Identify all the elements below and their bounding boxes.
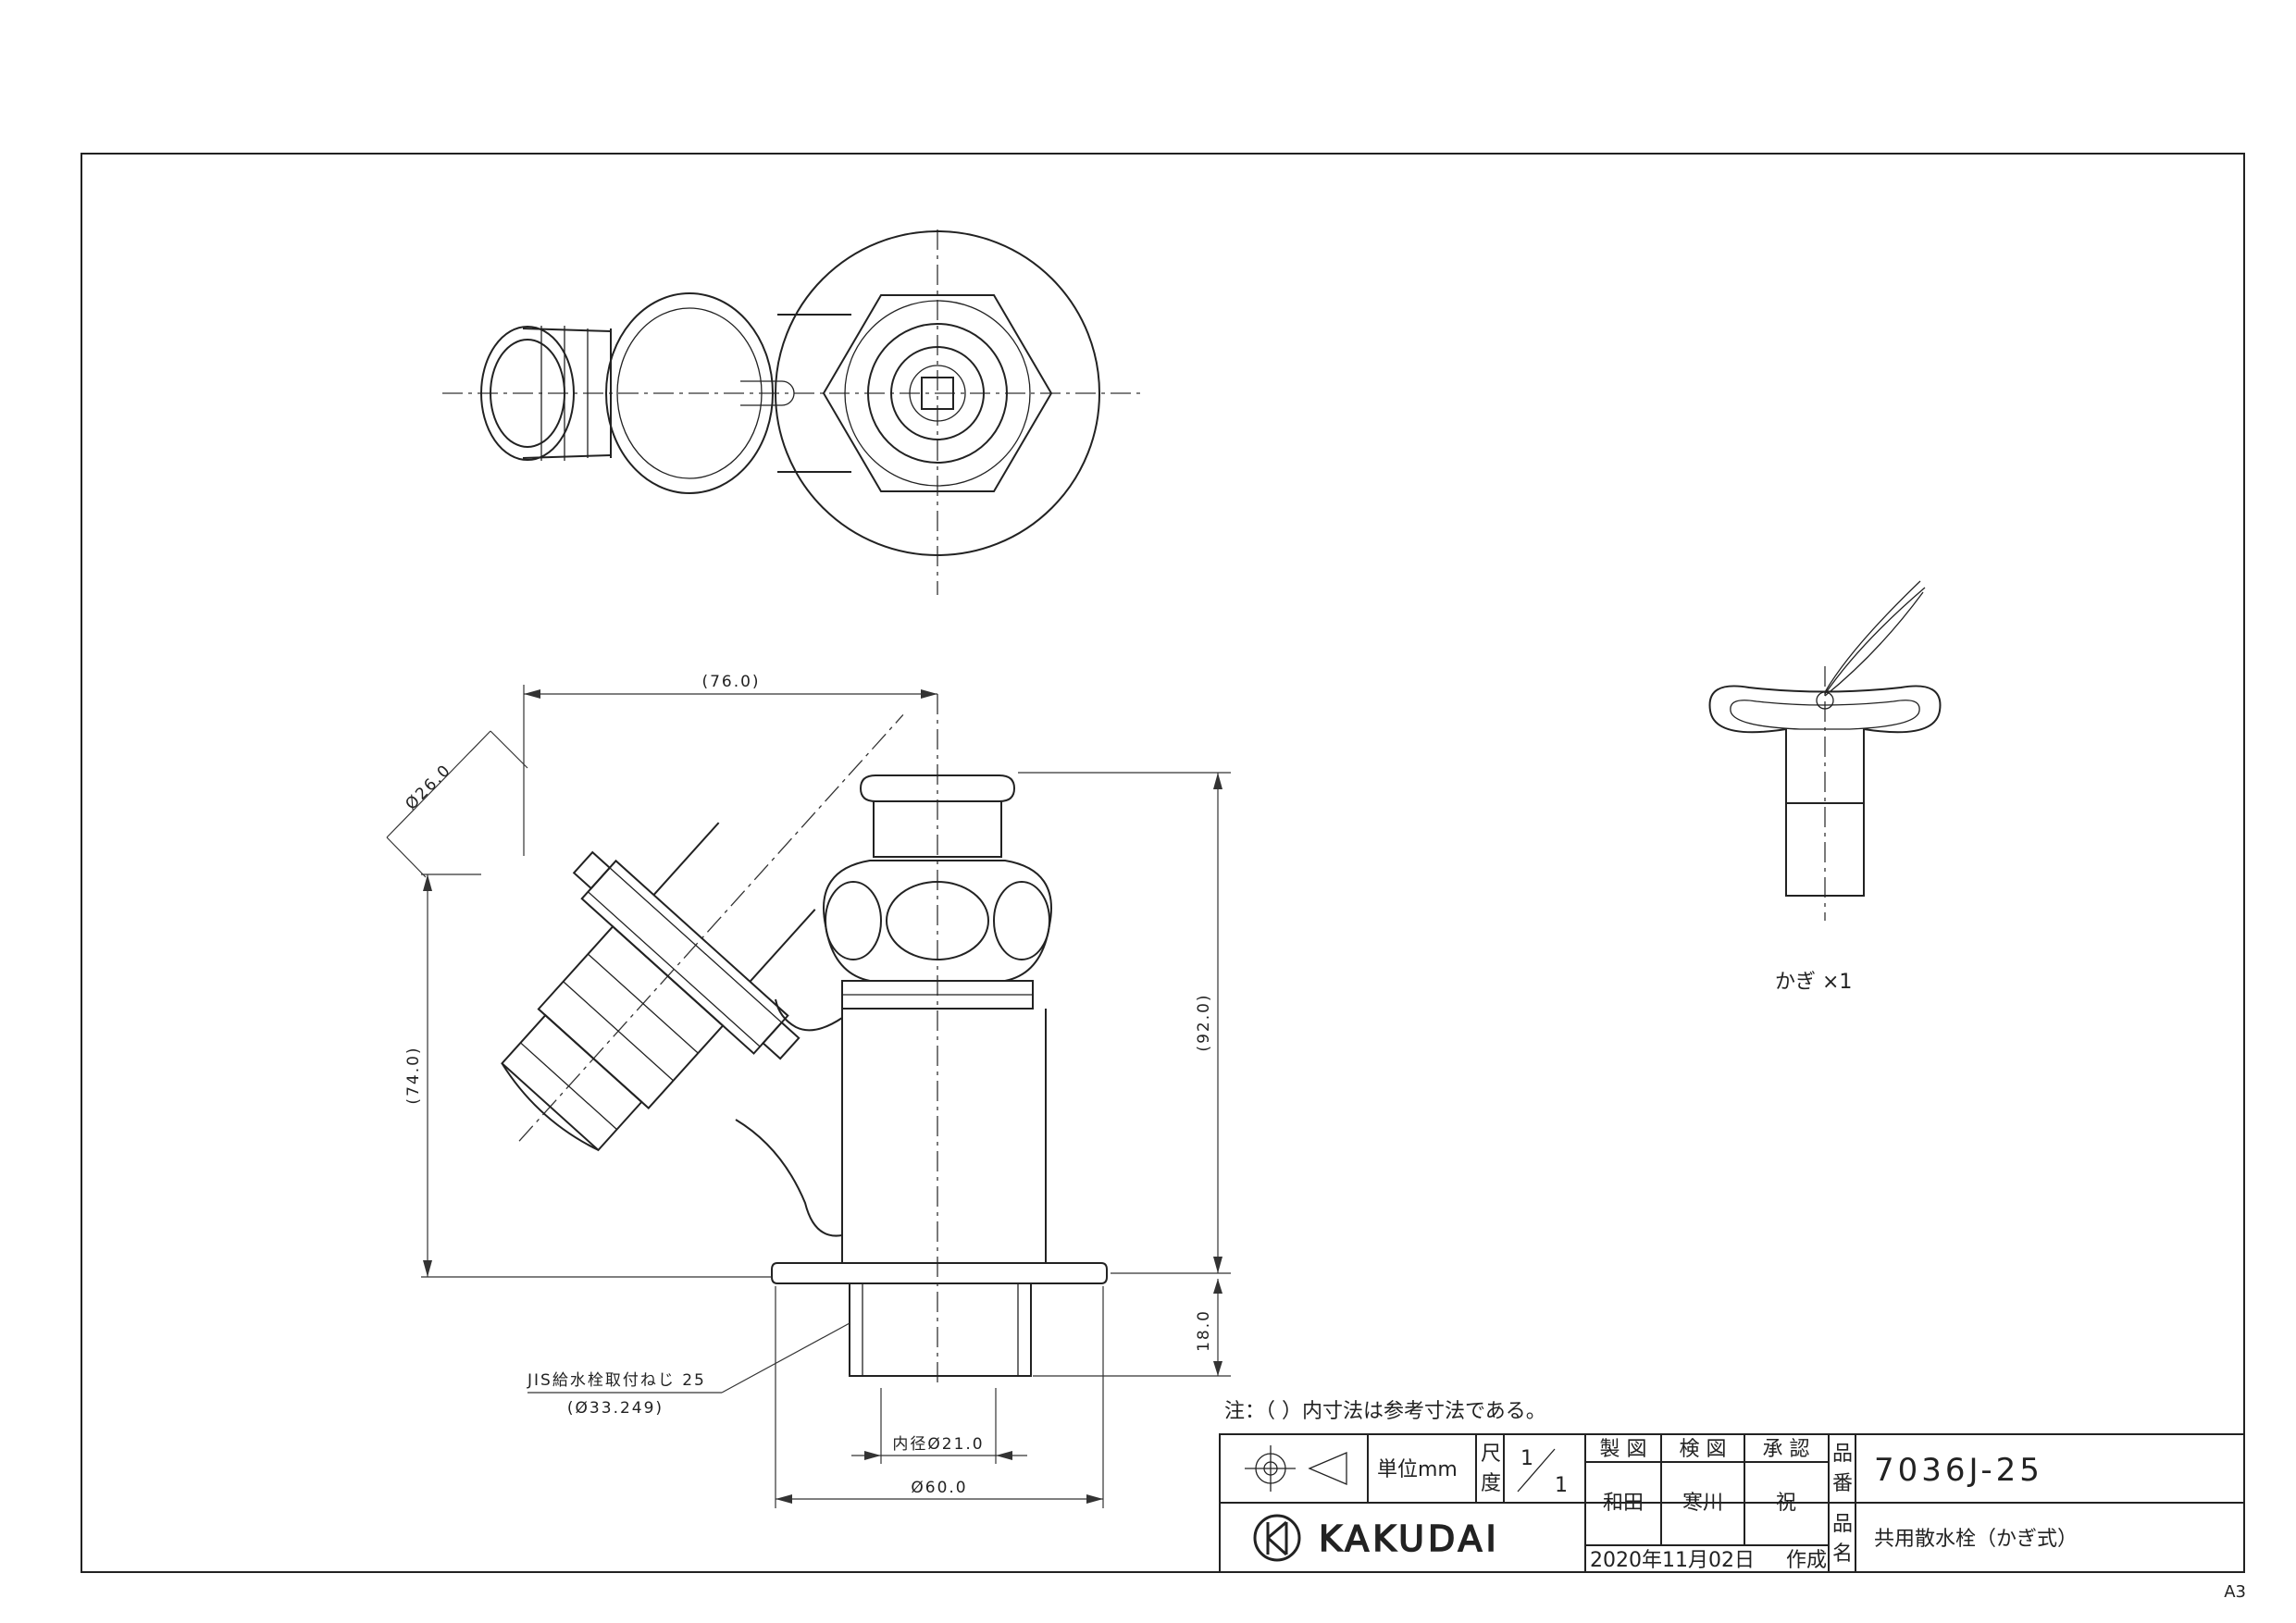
thread-dia: (Ø33.249) — [567, 1399, 664, 1418]
part-no-label-1: 品 — [1832, 1443, 1853, 1466]
projection-symbol-icon — [1245, 1445, 1347, 1492]
part-name-label-2: 名 — [1832, 1542, 1853, 1566]
col-checked: 検 図 — [1680, 1438, 1727, 1461]
part-name: 共用散水栓（かぎ式） — [1874, 1528, 2078, 1551]
scale-label-2: 度 — [1481, 1472, 1501, 1495]
scale-label-1: 尺 — [1481, 1443, 1501, 1466]
name-drawn: 和田 — [1603, 1492, 1644, 1515]
creation-date: 2020年11月02日 — [1590, 1549, 1755, 1572]
part-no-label-2: 番 — [1832, 1472, 1853, 1495]
name-checked: 寒川 — [1682, 1492, 1723, 1515]
reference-note: 注：（ ）内寸法は参考寸法である。 — [1224, 1400, 1546, 1423]
part-no: 7036J-25 — [1874, 1452, 2043, 1489]
scale-denominator: 1 — [1555, 1474, 1568, 1497]
sheet-size: A3 — [2224, 1582, 2246, 1602]
top-view — [442, 229, 1140, 595]
col-approved: 承 認 — [1763, 1438, 1810, 1461]
dim-dia-60: Ø60.0 — [911, 1479, 967, 1497]
key-view: かぎ ×1 — [1708, 580, 1942, 994]
dim-74: (74.0) — [404, 1046, 423, 1104]
name-approved: 祝 — [1776, 1492, 1796, 1515]
col-drawn: 製 図 — [1600, 1438, 1647, 1461]
kakudai-logo-icon: KAKUDAI — [1253, 1514, 1500, 1562]
dim-dia-26: Ø26.0 — [402, 761, 454, 813]
dimensions: (76.0) Ø26.0 (74.0) (92.0) 18.0 JIS給水栓取付… — [386, 673, 1231, 1508]
dim-76: (76.0) — [701, 673, 760, 691]
dim-18: 18.0 — [1195, 1309, 1213, 1352]
drawing-border — [81, 153, 2245, 1573]
thread-label: JIS給水栓取付ねじ 25 — [527, 1371, 706, 1390]
key-label: かぎ ×1 — [1775, 971, 1852, 994]
dim-92: (92.0) — [1195, 993, 1213, 1051]
title-block: 単位mm 尺 度 1 1 製 図 検 図 承 認 和田 寒川 祝 品 番 703… — [1219, 1433, 2245, 1573]
front-view — [501, 694, 1108, 1388]
scale-numerator: 1 — [1520, 1447, 1533, 1470]
creation-suffix: 作成 — [1786, 1549, 1827, 1572]
unit-label: 単位mm — [1377, 1458, 1458, 1481]
company-name: KAKUDAI — [1319, 1518, 1500, 1559]
dim-inner-dia: 内径Ø21.0 — [892, 1435, 984, 1454]
part-name-label-1: 品 — [1832, 1513, 1853, 1536]
